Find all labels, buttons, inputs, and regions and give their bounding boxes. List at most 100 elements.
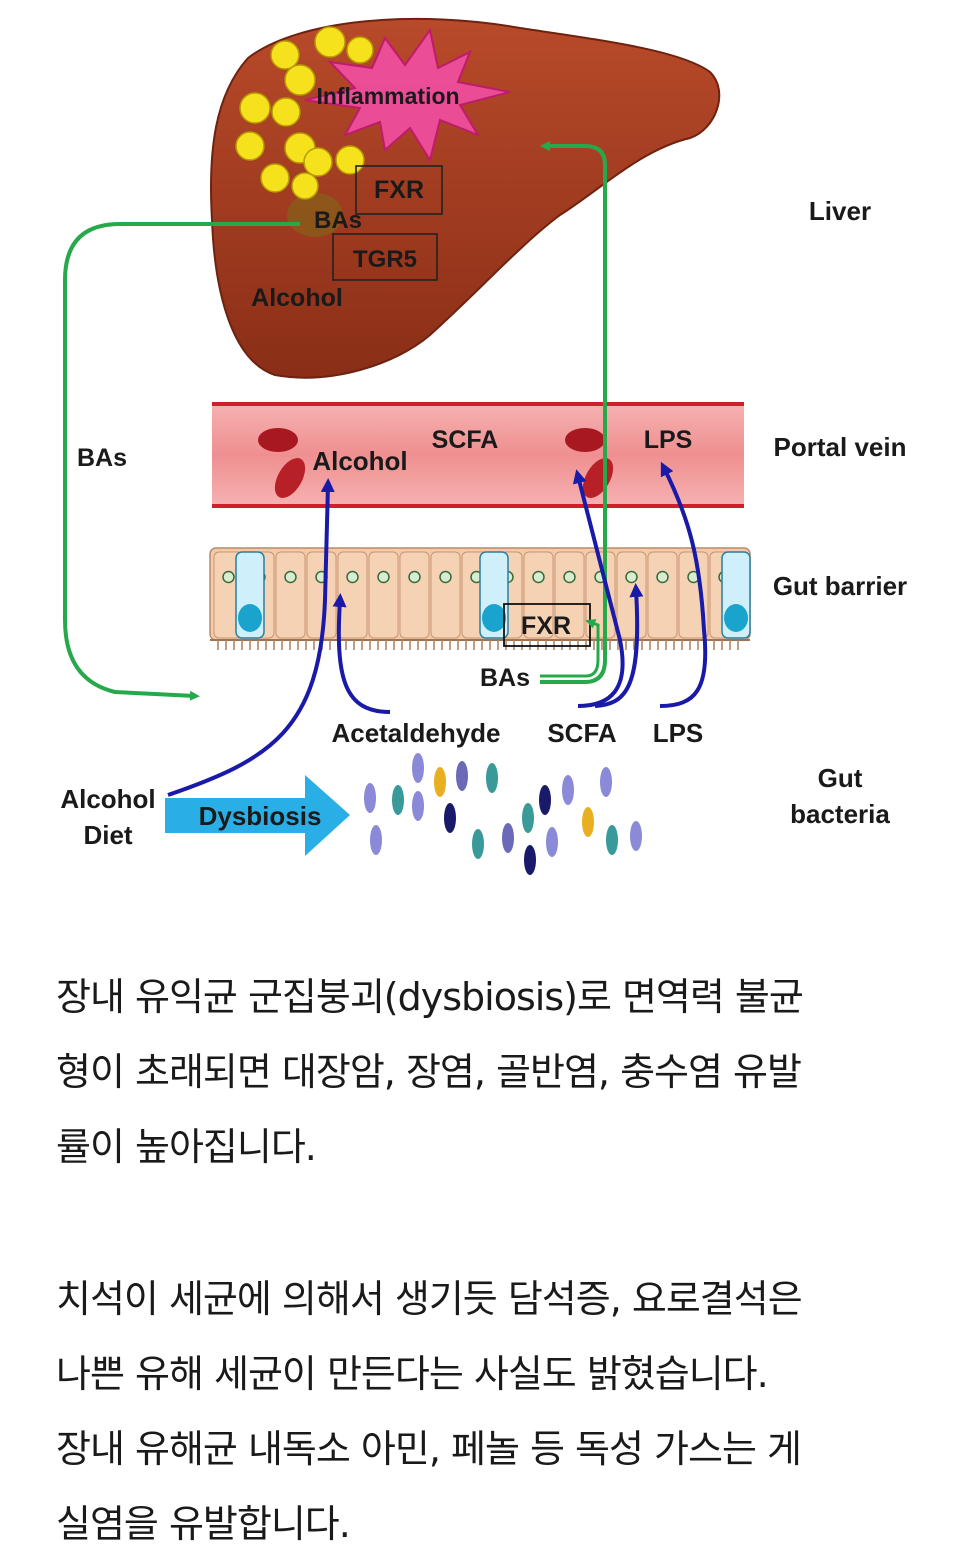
bacterium: [370, 825, 382, 855]
cell-nucleus: [656, 570, 669, 584]
cell-nucleus: [377, 570, 390, 584]
left-bas-label: BAs: [77, 444, 127, 472]
fat-droplet: [291, 172, 319, 200]
bacterium: [444, 803, 456, 833]
red-blood-cell: [274, 458, 306, 498]
bacterium: [630, 821, 642, 851]
fat-droplet: [335, 145, 365, 175]
epithelial-cells: [213, 551, 751, 639]
bacterium: [606, 825, 618, 855]
bacterium: [434, 767, 446, 797]
alcohol-diet-label-line2: Diet: [83, 820, 132, 850]
cell-nucleus: [563, 570, 576, 584]
acetaldehyde-label: Acetaldehyde: [331, 718, 500, 748]
liver-fxr-box: [355, 165, 443, 215]
fat-droplets: [235, 26, 374, 200]
epithelial-cell: [368, 551, 399, 639]
paragraph-1-line-3: 률이 높아집니다.: [56, 1125, 317, 1169]
fat-droplet: [270, 40, 300, 70]
gut-liver-axis-diagram: Inflammation FXR BAs TGR5 Alcohol Alcoho…: [60, 17, 907, 875]
fat-droplet: [271, 97, 301, 127]
fat-droplet: [303, 147, 333, 177]
bacterium: [392, 785, 404, 815]
paragraph-2-line-4: 실염을 유발합니다.: [56, 1502, 351, 1546]
mucus-granule: [482, 604, 506, 632]
bacterium: [472, 829, 484, 859]
cell-nucleus: [439, 570, 452, 584]
scfa-label: SCFA: [547, 718, 617, 748]
fat-droplet: [260, 163, 290, 193]
portal-vein-vessel: [212, 403, 744, 507]
epithelial-cell: [337, 551, 368, 639]
fat-droplet: [239, 92, 271, 124]
scfa-to-barrier-arrow: [594, 583, 644, 708]
lps-to-vein-arrow: [659, 461, 708, 708]
side-label-portal-vein: Portal vein: [774, 432, 907, 462]
epithelial-cell: [554, 551, 585, 639]
scfa-to-vein-arrow: [572, 469, 625, 708]
bacterium: [582, 807, 594, 837]
portal-vein: Alcohol SCFA LPS: [212, 402, 744, 508]
vein-alcohol-label: Alcohol: [312, 446, 407, 476]
epithelial-cell: [647, 551, 678, 639]
side-label-gut-bacteria-line1: Gut: [818, 763, 863, 793]
paragraph-2-line-3: 장내 유해균 내독소 아민, 페놀 등 독성 가스는 게: [56, 1427, 802, 1471]
inflammation-label: Inflammation: [316, 83, 459, 109]
bas-to-fxr-arrow: [540, 619, 600, 678]
epithelial-cell: [585, 551, 616, 639]
side-label-gut-bacteria-line2: bacteria: [790, 799, 890, 829]
liver-bas-label: BAs: [314, 207, 362, 234]
cell-nucleus: [625, 570, 638, 584]
bacterium: [412, 791, 424, 821]
liver-alcohol-label: Alcohol: [251, 284, 343, 312]
dysbiosis-arrow: Dysbiosis: [165, 775, 350, 856]
bacterium: [502, 823, 514, 853]
side-label-gut-barrier: Gut barrier: [773, 571, 907, 601]
bacterium: [539, 785, 551, 815]
epithelial-cell: [430, 551, 461, 639]
cell-nucleus: [346, 570, 359, 584]
liver-shape: [210, 17, 721, 379]
acetaldehyde-to-barrier-arrow: [332, 593, 391, 714]
fat-droplet: [346, 36, 374, 64]
epithelial-cell: [616, 551, 647, 639]
paragraph-2-line-1: 치석이 세균에 의해서 생기듯 담석증, 요로결석은: [56, 1277, 803, 1321]
gut-bacteria: [364, 753, 642, 875]
paragraph-1-line-1: 장내 유익균 군집붕괴(dysbiosis)로 면역력 불균: [56, 975, 804, 1019]
paragraph-1: 장내 유익균 군집붕괴(dysbiosis)로 면역력 불균 형이 초래되면 대…: [56, 960, 926, 1185]
bas-gut-to-liver-arrow: [540, 141, 607, 684]
fat-droplet: [284, 64, 316, 96]
epithelial-cell: [275, 551, 306, 639]
alcohol-to-vein-arrow: [167, 478, 335, 797]
cell-nucleus: [222, 570, 235, 584]
epithelial-cell: [399, 551, 430, 639]
paragraph-1-line-2: 형이 초래되면 대장암, 장염, 골반염, 충수염 유발: [56, 1050, 802, 1094]
side-label-liver: Liver: [809, 196, 871, 226]
cell-nucleus: [532, 570, 545, 584]
alcohol-diet-label-line1: Alcohol: [60, 784, 155, 814]
bacterium: [456, 761, 468, 791]
microvilli: [217, 640, 739, 650]
liver: Inflammation FXR BAs TGR5 Alcohol: [210, 17, 721, 379]
liver-tgr5-box: [332, 233, 438, 281]
gallbladder: [287, 193, 343, 237]
bacterium: [524, 845, 536, 875]
cell-nucleus: [284, 570, 297, 584]
mucus-granule: [724, 604, 748, 632]
fat-droplet: [235, 131, 265, 161]
vein-lps-label: LPS: [644, 426, 693, 454]
lps-label: LPS: [653, 718, 704, 748]
fat-droplet: [314, 26, 346, 58]
bacterium: [522, 803, 534, 833]
vein-scfa-label: SCFA: [432, 426, 499, 454]
bas-liver-to-gut-arrow: [63, 222, 300, 701]
red-blood-cell: [565, 428, 605, 452]
epithelial-cell: [523, 551, 554, 639]
paragraph-2-line-2: 나쁜 유해 세균이 만든다는 사실도 밝혔습니다.: [56, 1352, 769, 1396]
barrier-bas-label: BAs: [480, 664, 530, 692]
bacterium: [600, 767, 612, 797]
bacterium: [364, 783, 376, 813]
bacterium: [546, 827, 558, 857]
paragraph-2: 치석이 세균에 의해서 생기듯 담석증, 요로결석은 나쁜 유해 세균이 만든다…: [56, 1262, 926, 1562]
barrier-fxr-label: FXR: [521, 612, 571, 640]
